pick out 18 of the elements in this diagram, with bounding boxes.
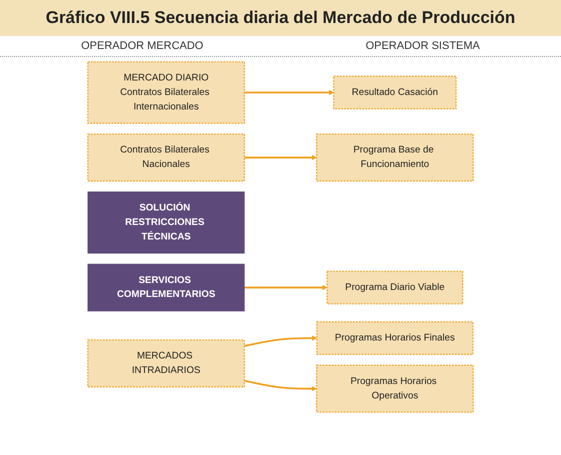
column-heading: OPERADOR SISTEMA <box>366 40 480 52</box>
node-box: SOLUCIÓN RESTRICCIONES TÉCNICAS <box>88 192 245 254</box>
node-box: Programas Horarios Operativos <box>316 364 474 413</box>
arrow <box>244 154 317 160</box>
column-heading: OPERADOR MERCADO <box>81 40 204 52</box>
node-box: Programa Diario Viable <box>326 270 464 304</box>
node-box: Programa Base de Funcionamiento <box>316 133 474 182</box>
arrow <box>244 284 328 290</box>
arrow <box>244 336 318 347</box>
node-box: MERCADOS INTRADIARIOS <box>87 339 245 388</box>
node-box: SERVICIOS COMPLEMENTARIOS <box>88 264 245 312</box>
node-box: Contratos Bilaterales Nacionales <box>87 133 245 182</box>
arrow <box>244 90 334 96</box>
arrow <box>244 380 317 392</box>
node-box: Programas Horarios Finales <box>316 321 474 355</box>
title: Gráfico VIII.5 Secuencia diaria del Mercado de Producción <box>0 0 561 36</box>
node-box: MERCADO DIARIO Contratos Bilaterales Internacionales <box>87 61 245 124</box>
node-box: Resultado Casación <box>333 76 457 110</box>
